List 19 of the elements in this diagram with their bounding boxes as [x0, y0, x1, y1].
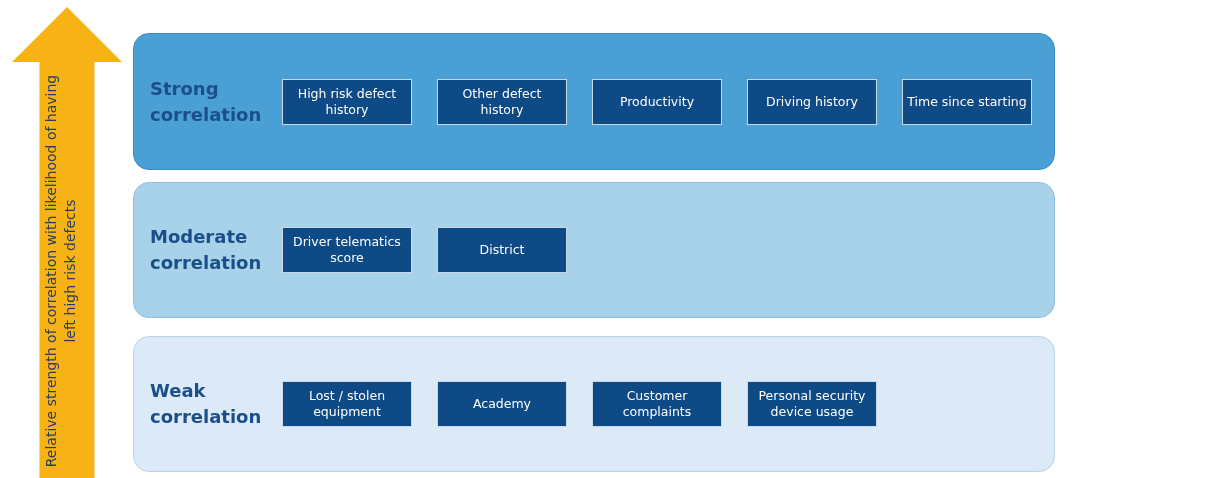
direction-arrow [12, 7, 122, 478]
factor-box: Personal security device usage [747, 381, 877, 427]
factor-box: Productivity [592, 79, 722, 125]
factor-box: Academy [437, 381, 567, 427]
factor-box: Customer complaints [592, 381, 722, 427]
factor-box: District [437, 227, 567, 273]
band-heading: Strong correlation [150, 76, 263, 127]
factor-box: Time since starting [902, 79, 1032, 125]
band-heading: Moderate correlation [150, 224, 263, 275]
correlation-band [133, 336, 1055, 472]
correlation-band [133, 33, 1055, 170]
band-heading: Weak correlation [150, 378, 263, 429]
axis-label: Relative strength of correlation with likelihood of having left high risk defects [42, 73, 79, 469]
factor-box: Driving history [747, 79, 877, 125]
factor-box: Lost / stolen equipment [282, 381, 412, 427]
factor-box: Driver telematics score [282, 227, 412, 273]
correlation-band [133, 182, 1055, 318]
factor-box: Other defect history [437, 79, 567, 125]
factor-box: High risk defect history [282, 79, 412, 125]
